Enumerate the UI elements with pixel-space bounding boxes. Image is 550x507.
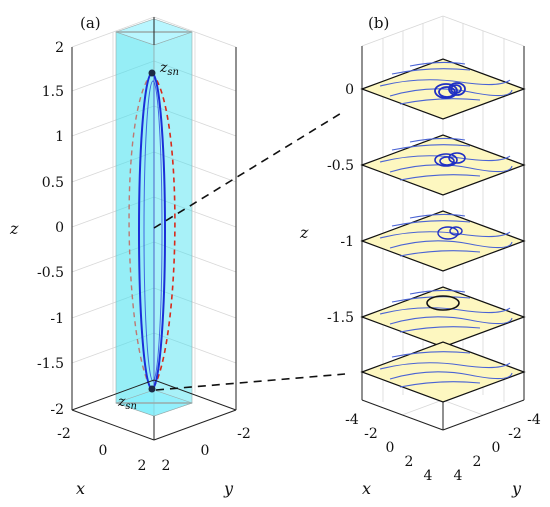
dashed-orbit-back [128, 72, 153, 391]
tick-label: 2 [138, 458, 147, 474]
panel-a-x-ticks: -2 0 2 [57, 426, 146, 474]
connector-bottom [155, 373, 346, 391]
top-point-label: zsn [159, 60, 179, 78]
panel-b-z-label: z [299, 223, 309, 242]
attractor [434, 152, 466, 167]
tick-label: 2 [405, 454, 414, 470]
panel-a-x-label: x [76, 479, 85, 498]
panel-a-y-ticks: -2 0 2 [162, 426, 251, 474]
tick-label: -1.5 [327, 310, 354, 326]
panel-b-z-ticks: 0 -0.5 -1 -1.5 [327, 82, 354, 326]
slice-plane [360, 210, 526, 272]
tick-label: 0 [492, 440, 501, 456]
panel-b-y-label: y [511, 479, 522, 498]
tick-label: -2 [237, 426, 251, 442]
panel-b: (b) 0 -0.5 -1 -1.5 -4 -2 0 2 4 -4 -2 0 2… [299, 14, 541, 498]
connector-top [153, 111, 344, 229]
streamlines [379, 61, 513, 105]
panel-a-z-ticks: 2 1.5 1 0.5 0 -0.5 -1 -1.5 -2 [37, 40, 64, 418]
panel-b-label: (b) [368, 14, 389, 32]
tick-label: -4 [345, 412, 359, 428]
panel-a-label: (a) [80, 14, 101, 32]
panel-a-orbit [128, 69, 176, 393]
tick-label: -0.5 [327, 158, 354, 174]
tick-label: 2 [55, 40, 64, 56]
tick-label: -1 [50, 311, 64, 327]
slice-plane [360, 286, 526, 348]
tick-label: 0 [55, 220, 64, 236]
tick-label: -2 [508, 426, 522, 442]
slice-plane [360, 58, 526, 120]
tick-label: 2 [162, 458, 171, 474]
bottom-point-label: zsn [117, 394, 137, 412]
streamlines [379, 289, 513, 333]
tick-label: -1 [340, 234, 354, 250]
tick-label: 0 [99, 443, 108, 459]
panel-b-frame [361, 46, 525, 431]
attractor [434, 82, 466, 99]
solid-orbit-inner [143, 80, 163, 382]
attractor [437, 226, 463, 240]
dashed-orbit [151, 72, 176, 391]
slice-plane [360, 341, 526, 403]
bottom-point [148, 385, 156, 393]
tick-label: 1.5 [42, 84, 64, 100]
tick-label: 1 [55, 129, 64, 145]
tick-label: -2 [57, 426, 71, 442]
panel-a: (a) 2 1.5 1 0.5 0 -0.5 -1 -1.5 -2 -2 0 2… [9, 14, 251, 498]
panel-a-frame [71, 17, 237, 441]
panel-a-z-label: z [9, 219, 19, 238]
tick-label: 0 [201, 443, 210, 459]
tick-label: -2 [364, 426, 378, 442]
panel-a-y-label: y [223, 479, 234, 498]
streamlines [379, 351, 513, 388]
connector-lines [153, 111, 346, 391]
limit-cycle [426, 295, 460, 311]
tick-label: -2 [50, 402, 64, 418]
tick-label: 0 [345, 82, 354, 98]
panel-b-x-label: x [362, 479, 371, 498]
tick-label: 0 [386, 440, 395, 456]
streamlines [379, 137, 513, 181]
slice-plane [360, 134, 526, 196]
tick-label: -4 [527, 412, 541, 428]
tick-label: -0.5 [37, 265, 64, 281]
tick-label: 4 [454, 468, 463, 484]
panel-b-y-ticks: -4 -2 0 2 4 [454, 412, 541, 484]
tick-label: 4 [424, 468, 433, 484]
tick-label: -1.5 [37, 356, 64, 372]
top-point [148, 69, 156, 77]
tick-label: 0.5 [42, 175, 64, 191]
panel-b-x-ticks: -4 -2 0 2 4 [345, 412, 432, 484]
tick-label: 2 [473, 454, 482, 470]
